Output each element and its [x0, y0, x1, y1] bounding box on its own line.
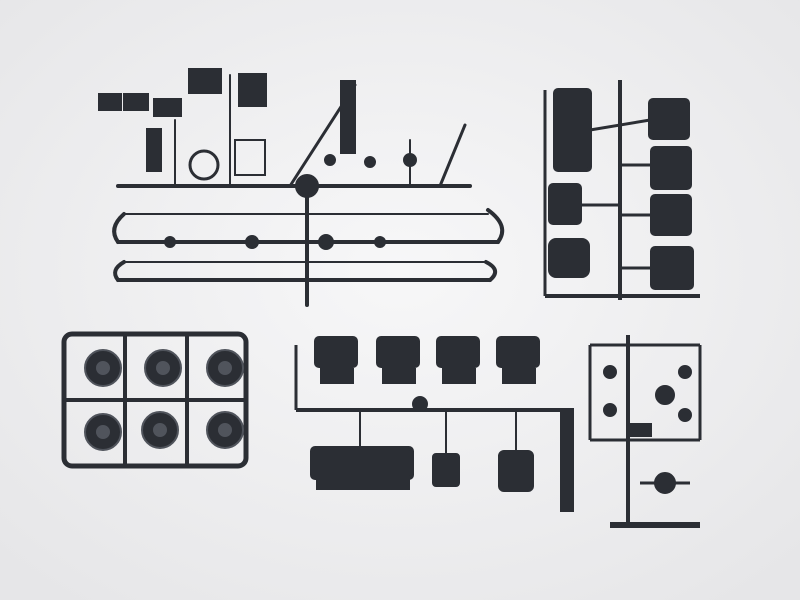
sprue-bench-seats	[294, 336, 574, 512]
sprue-wheels	[61, 331, 249, 469]
sprue-top-frame	[98, 68, 505, 307]
sprue-top-right-seats	[543, 80, 700, 300]
sprue-small-parts	[588, 335, 702, 528]
